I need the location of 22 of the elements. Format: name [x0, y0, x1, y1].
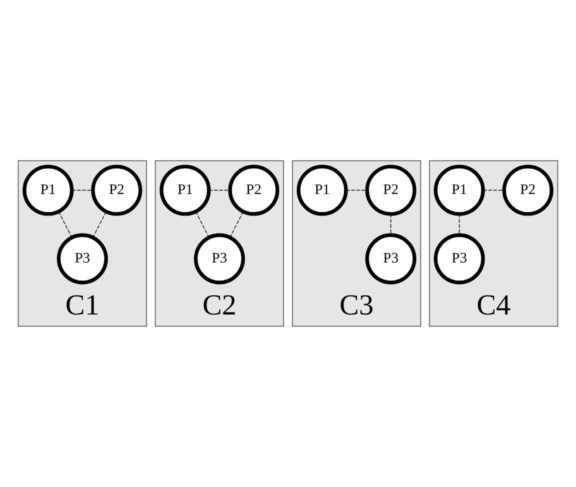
node-circle: P3 [434, 233, 485, 284]
node-circle: P3 [365, 233, 416, 284]
node-circle: P1 [160, 164, 211, 216]
connector [58, 211, 72, 238]
node-circle: P1 [296, 164, 348, 216]
node-circle: P3 [56, 233, 108, 284]
node-circle: P1 [22, 164, 74, 216]
node-circle: P2 [91, 164, 142, 216]
connector [390, 214, 392, 236]
node-circle: P2 [365, 164, 416, 216]
connector [208, 190, 230, 191]
connector [92, 211, 106, 238]
connector [195, 211, 210, 238]
connector [346, 190, 368, 191]
node-circle: P3 [194, 233, 245, 284]
node-circle: P2 [502, 164, 554, 216]
connector [458, 214, 460, 236]
connector [72, 190, 94, 191]
node-circle: P1 [434, 164, 485, 216]
connector [230, 211, 244, 238]
connector [482, 190, 504, 191]
node-circle: P2 [228, 164, 280, 216]
